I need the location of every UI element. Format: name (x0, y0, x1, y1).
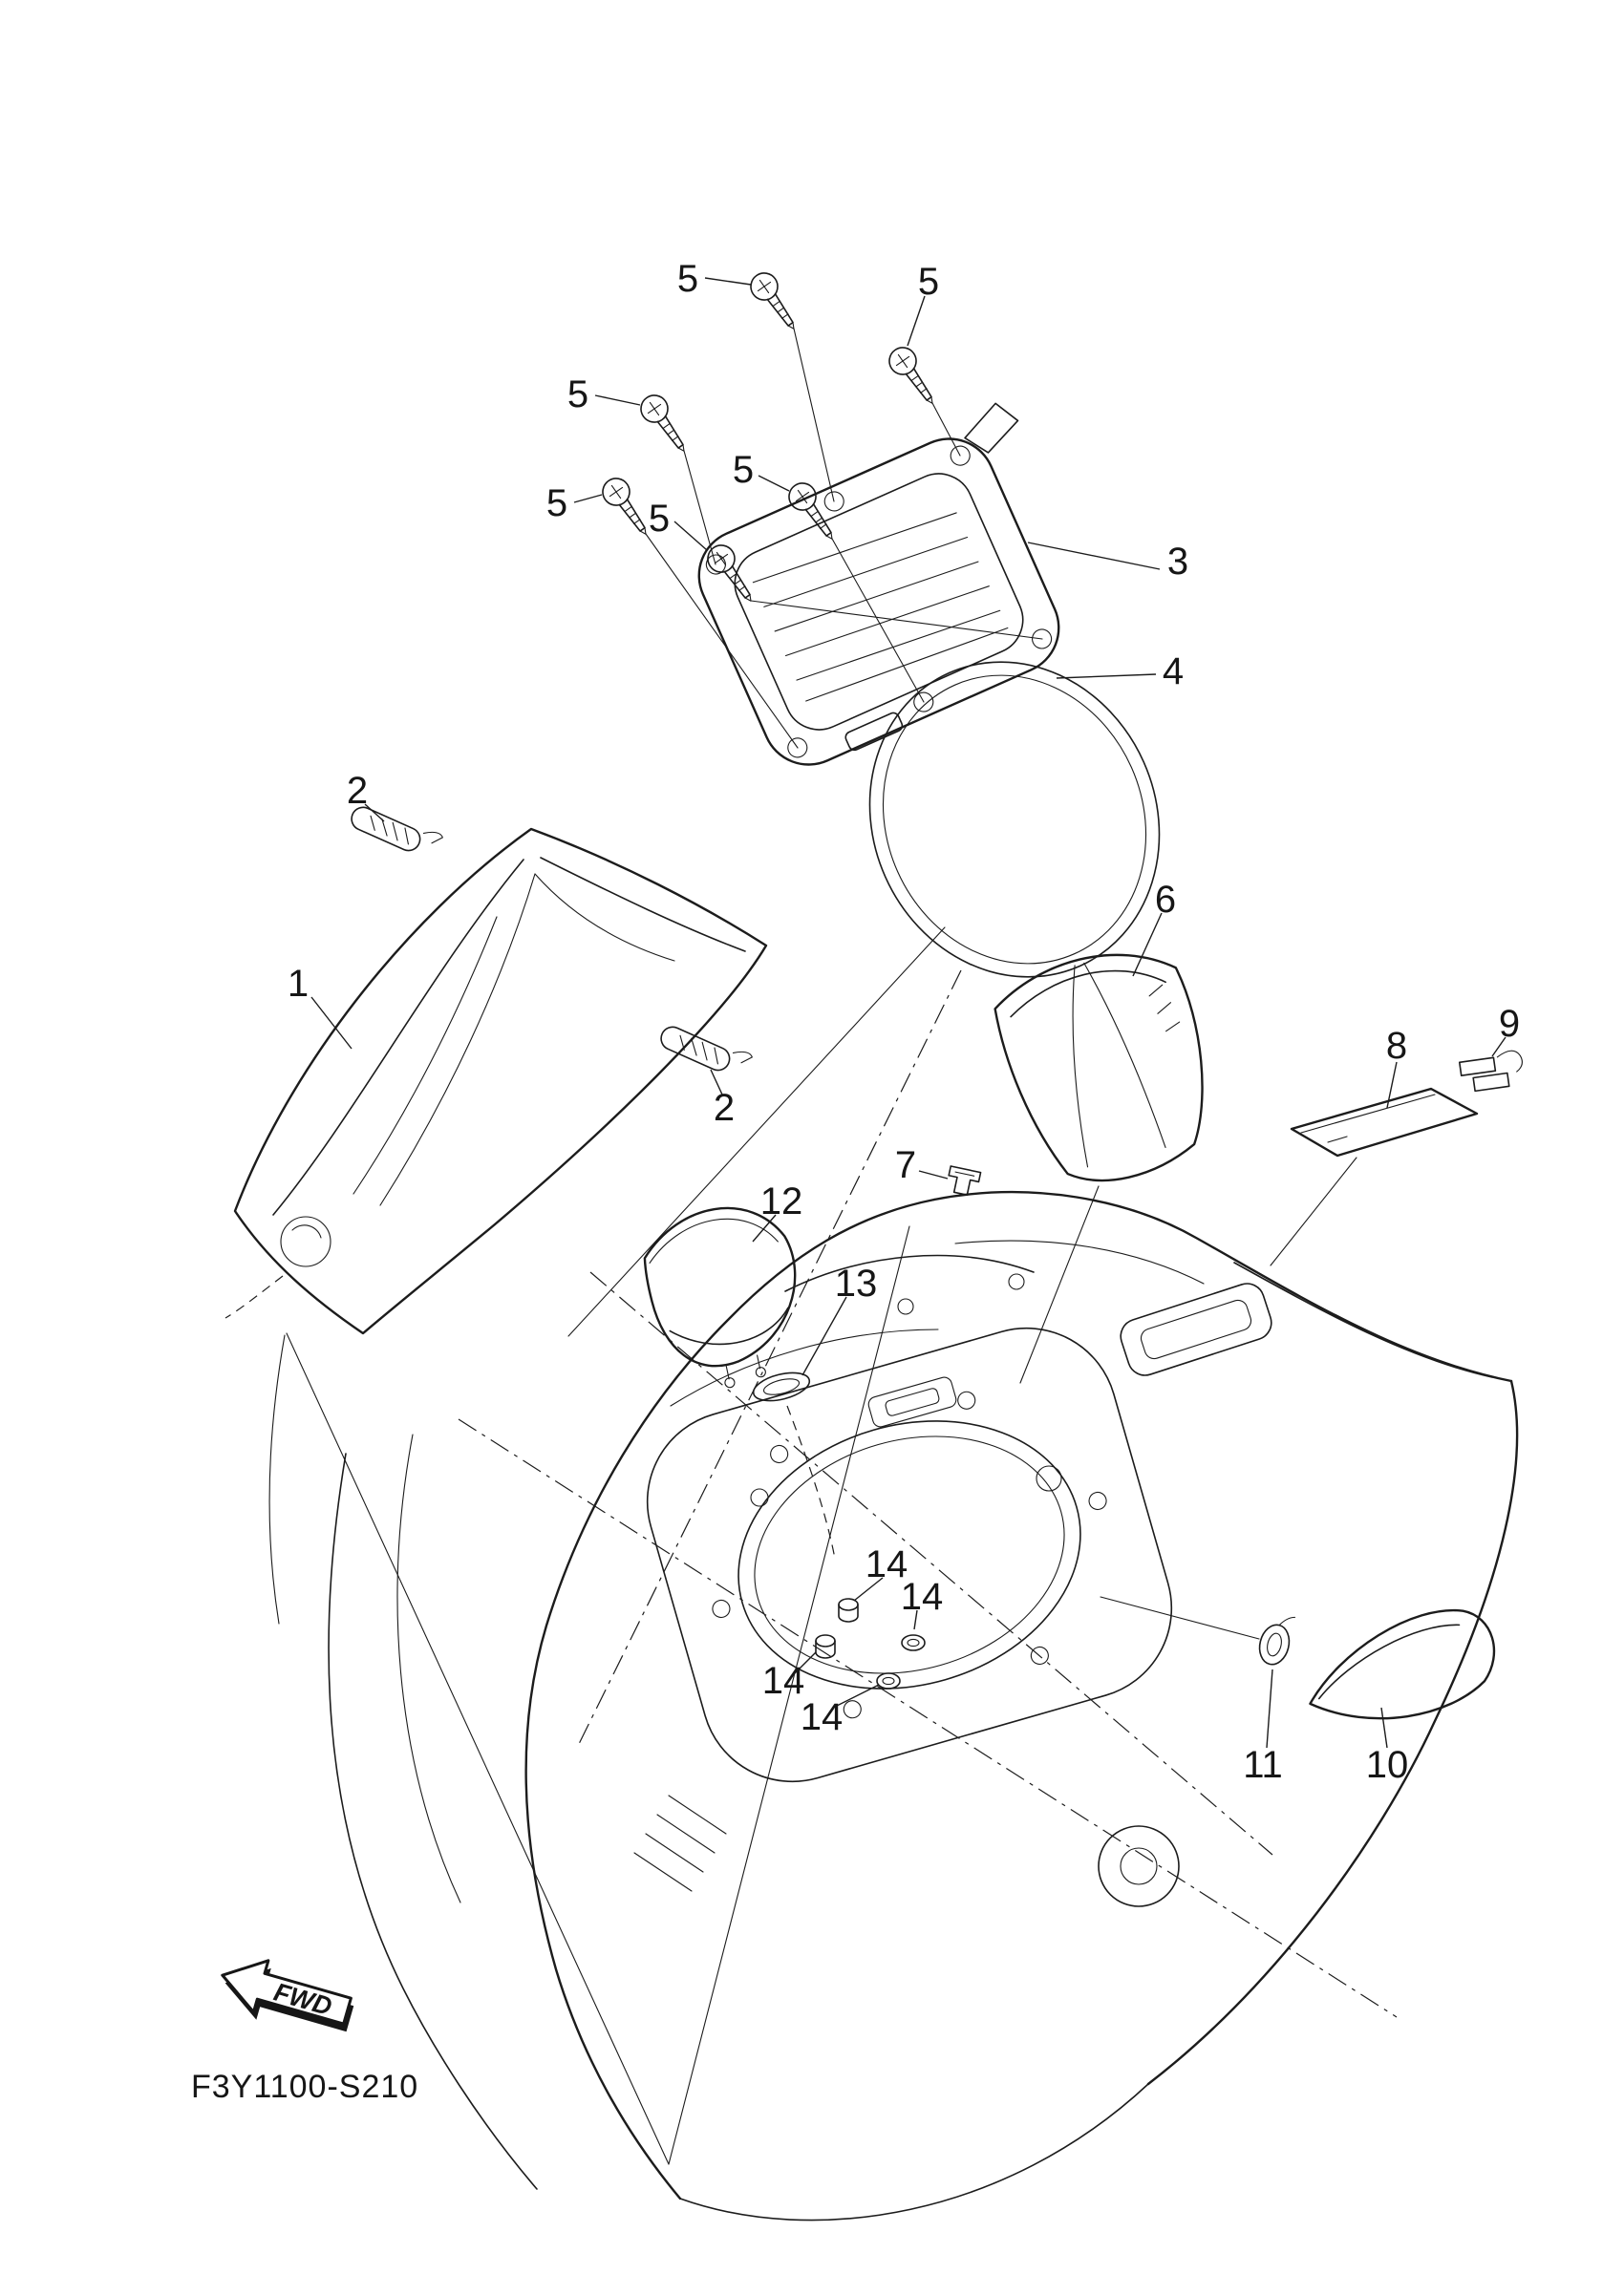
part-label: 2 (347, 770, 368, 812)
engine-hatch-cover (697, 402, 1060, 766)
reflector (1309, 1608, 1496, 1720)
part-label: 5 (567, 373, 588, 415)
nut (815, 1634, 836, 1659)
hatch-opening (646, 1327, 1173, 1783)
hatch-seal (868, 661, 1161, 978)
part-label: 5 (677, 258, 698, 300)
clip (948, 1165, 982, 1196)
part-label: 5 (546, 482, 567, 524)
part-label: 14 (865, 1543, 908, 1585)
bracket (1458, 1050, 1523, 1093)
nut (838, 1598, 859, 1623)
part-label: 1 (288, 963, 309, 1005)
access-lid (1270, 1087, 1479, 1266)
part-label: 13 (835, 1263, 878, 1305)
part-label: 12 (760, 1180, 803, 1222)
hull-body (268, 926, 1519, 2222)
part-label: 5 (733, 449, 754, 491)
hood-latch (656, 1017, 755, 1083)
washer (901, 1634, 926, 1651)
part-label: 10 (1366, 1744, 1409, 1786)
drawing-code: F3Y1100-S210 (191, 2069, 418, 2105)
part-label: 3 (1167, 541, 1188, 583)
front-hood (224, 827, 768, 1335)
part-label: 7 (895, 1144, 916, 1186)
hood-emblem (280, 1216, 331, 1267)
leader-lines (310, 277, 1506, 1749)
part-label: 14 (801, 1696, 844, 1738)
screw (883, 341, 945, 413)
part-label: 14 (901, 1576, 944, 1618)
part-label: 11 (1243, 1744, 1283, 1786)
screw (744, 266, 806, 338)
part-label: 8 (1386, 1025, 1407, 1067)
part-label: 6 (1155, 879, 1176, 921)
mirror-cover (643, 1206, 797, 1389)
part-number-labels: 5 5 5 5 5 5 3 4 2 1 2 6 7 8 9 12 13 14 1… (288, 258, 1520, 1786)
part-label: 5 (649, 498, 670, 540)
hinge-bracket (867, 1376, 957, 1428)
part-label: 2 (714, 1087, 735, 1129)
part-label: 5 (918, 261, 939, 303)
part-label: 4 (1163, 650, 1184, 692)
screws (596, 266, 1043, 749)
washer (876, 1672, 901, 1690)
gasket (752, 1371, 811, 1402)
part-label: 14 (762, 1660, 805, 1702)
side-cover (994, 953, 1204, 1182)
screw (634, 389, 696, 460)
fwd-arrow: FWD (221, 1959, 354, 2032)
steering-console (1120, 1283, 1272, 1376)
part-label: 9 (1499, 1003, 1520, 1045)
grommet (1258, 1616, 1296, 1666)
